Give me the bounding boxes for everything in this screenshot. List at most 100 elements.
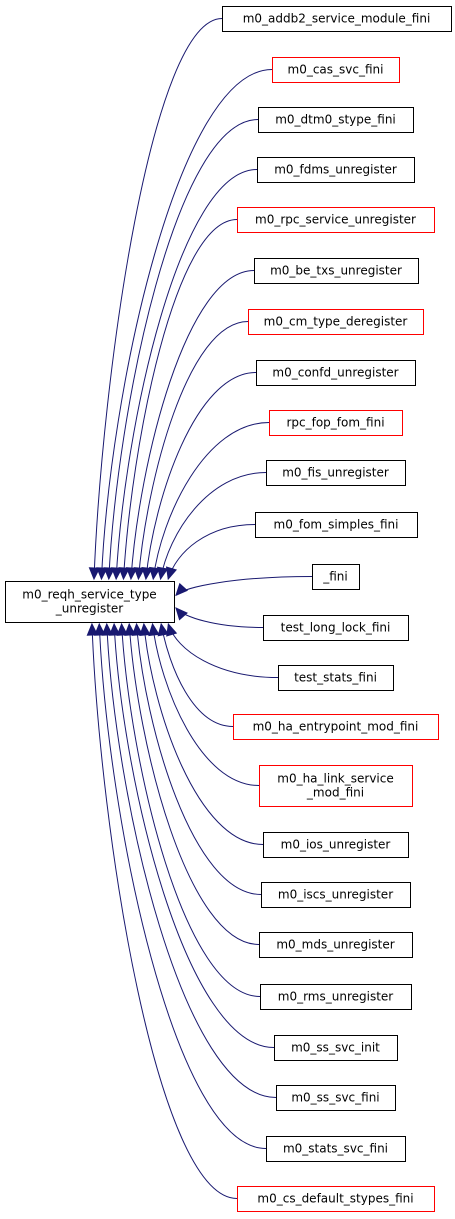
arrowhead-n14 — [157, 622, 169, 637]
node-m0-fis-unregister[interactable]: m0_fis_unregister — [266, 460, 406, 486]
edge-n0 — [93, 18, 223, 580]
edge-n23 — [91, 623, 238, 1199]
call-edges — [86, 18, 313, 1199]
node-m0-addb2-service-module-fini-box — [222, 6, 452, 32]
node-m0-rpc-service-unregister[interactable]: m0_rpc_service_unregister — [237, 207, 435, 233]
node-m0-fom-simples-fini-label: m0_fom_simples_fini — [274, 518, 399, 532]
node-m0-addb2-service-module-fini-label: m0_addb2_service_module_fini — [243, 12, 431, 26]
node-rpc-fop-fom-fini-box — [269, 410, 403, 436]
node-fini-label: _fini — [322, 570, 348, 584]
node-m0-mds-unregister-label: m0_mds_unregister — [276, 938, 394, 952]
node-m0-ha-link-service-mod-fini-label: m0_ha_link_service — [277, 772, 394, 786]
root-node-m0-reqh-service-type-unregister[interactable]: m0_reqh_service_type_unregister — [5, 581, 175, 623]
edge-n3 — [115, 169, 258, 580]
node-m0-fom-simples-fini-box — [255, 512, 418, 538]
node-fini[interactable]: _fini — [312, 564, 360, 590]
node-rpc-fop-fom-fini[interactable]: rpc_fop_fom_fini — [269, 410, 403, 436]
edge-n14 — [160, 623, 234, 727]
node-m0-ss-svc-fini[interactable]: m0_ss_svc_fini — [276, 1085, 396, 1111]
node-test-stats-fini[interactable]: test_stats_fini — [278, 665, 394, 691]
arrowhead-n2 — [103, 567, 116, 581]
edge-n22 — [98, 623, 267, 1149]
node-m0-confd-unregister-label: m0_confd_unregister — [272, 366, 398, 380]
arrowhead-n18 — [124, 622, 136, 636]
node-m0-stats-svc-fini-label: m0_stats_svc_fini — [283, 1142, 388, 1156]
arrowhead-n6 — [133, 567, 146, 581]
node-m0-rms-unregister[interactable]: m0_rms_unregister — [260, 984, 412, 1010]
node-m0-fis-unregister-box — [266, 460, 406, 486]
arrowhead-n17 — [131, 622, 144, 636]
node-m0-ha-link-service-mod-fini[interactable]: m0_ha_link_service_mod_fini — [259, 765, 413, 807]
arrowhead-n7 — [141, 566, 153, 581]
node-m0-rms-unregister-box — [260, 984, 412, 1010]
node-m0-iscs-unregister[interactable]: m0_iscs_unregister — [261, 882, 411, 908]
node-m0-confd-unregister[interactable]: m0_confd_unregister — [256, 360, 416, 386]
node-test-long-lock-fini-box — [263, 615, 409, 641]
node-m0-stats-svc-fini-box — [266, 1136, 406, 1162]
node-m0-iscs-unregister-box — [261, 882, 411, 908]
root-node-m0-reqh-service-type-unregister-box — [5, 581, 175, 623]
node-m0-ss-svc-init-box — [274, 1035, 398, 1061]
node-m0-cas-svc-fini-box — [272, 57, 400, 83]
edge-n9 — [160, 472, 267, 580]
edge-n17 — [136, 623, 262, 895]
edge-n13 — [167, 623, 279, 678]
arrowhead-n12 — [175, 607, 188, 621]
edge-n15 — [152, 623, 260, 786]
node-m0-cs-default-stypes-fini-box — [237, 1186, 435, 1212]
arrowhead-n4 — [118, 567, 130, 581]
node-test-stats-fini-label: test_stats_fini — [294, 671, 377, 685]
arrowhead-n11 — [175, 582, 189, 597]
node-m0-fdms-unregister[interactable]: m0_fdms_unregister — [257, 157, 415, 183]
arrowhead-n3 — [110, 567, 123, 581]
node-m0-iscs-unregister-label: m0_iscs_unregister — [278, 888, 393, 902]
edge-n16 — [143, 623, 264, 845]
arrowhead-n16 — [139, 622, 151, 636]
node-m0-ha-entrypoint-mod-fini[interactable]: m0_ha_entrypoint_mod_fini — [233, 714, 439, 740]
arrowhead-n23 — [86, 622, 99, 636]
node-m0-ha-link-service-mod-fini-label: _mod_fini — [306, 786, 364, 800]
arrowhead-n10 — [165, 566, 178, 581]
node-m0-cs-default-stypes-fini[interactable]: m0_cs_default_stypes_fini — [237, 1186, 435, 1212]
node-m0-cas-svc-fini[interactable]: m0_cas_svc_fini — [272, 57, 400, 83]
node-m0-be-txs-unregister[interactable]: m0_be_txs_unregister — [254, 258, 419, 284]
root-node-m0-reqh-service-type-unregister-label: _unregister — [55, 602, 124, 616]
arrowhead-n15 — [148, 622, 160, 637]
node-m0-fdms-unregister-label: m0_fdms_unregister — [274, 163, 397, 177]
node-m0-ha-link-service-mod-fini-box — [259, 765, 413, 807]
arrowhead-n8 — [148, 566, 161, 581]
node-m0-ios-unregister-label: m0_ios_unregister — [281, 838, 391, 852]
node-test-long-lock-fini[interactable]: test_long_lock_fini — [263, 615, 409, 641]
edge-n21 — [106, 623, 277, 1098]
call-nodes: m0_reqh_service_type_unregister m0_addb2_… — [5, 6, 452, 1212]
node-m0-ss-svc-fini-label: m0_ss_svc_fini — [291, 1091, 379, 1105]
edge-n5 — [130, 270, 255, 580]
node-m0-stats-svc-fini[interactable]: m0_stats_svc_fini — [266, 1136, 406, 1162]
node-m0-addb2-service-module-fini[interactable]: m0_addb2_service_module_fini — [222, 6, 452, 32]
edge-n1 — [100, 69, 273, 580]
edge-n2 — [108, 119, 259, 580]
node-test-stats-fini-box — [278, 665, 394, 691]
arrowhead-n9 — [156, 566, 169, 581]
node-m0-rms-unregister-label: m0_rms_unregister — [278, 990, 394, 1004]
arrowhead-n20 — [108, 622, 121, 636]
node-m0-dtm0-stype-fini[interactable]: m0_dtm0_stype_fini — [258, 107, 414, 133]
node-m0-fom-simples-fini[interactable]: m0_fom_simples_fini — [255, 512, 418, 538]
node-m0-be-txs-unregister-label: m0_be_txs_unregister — [270, 264, 402, 278]
node-m0-ss-svc-fini-box — [276, 1085, 396, 1111]
edge-n6 — [137, 321, 249, 580]
arrowhead-n0 — [88, 567, 101, 581]
node-m0-cm-type-deregister-box — [248, 309, 424, 335]
node-m0-ss-svc-init[interactable]: m0_ss_svc_init — [274, 1035, 398, 1061]
node-m0-mds-unregister[interactable]: m0_mds_unregister — [259, 932, 413, 958]
edge-n8 — [152, 422, 270, 580]
node-m0-ios-unregister[interactable]: m0_ios_unregister — [263, 832, 409, 858]
edge-n12 — [175, 607, 264, 628]
node-m0-cm-type-deregister[interactable]: m0_cm_type_deregister — [248, 309, 424, 335]
root-node-m0-reqh-service-type-unregister-label: m0_reqh_service_type — [22, 588, 156, 602]
node-m0-dtm0-stype-fini-box — [258, 107, 414, 133]
edge-n4 — [122, 219, 238, 580]
edge-n20 — [113, 623, 275, 1048]
arrowhead-n19 — [116, 622, 128, 636]
